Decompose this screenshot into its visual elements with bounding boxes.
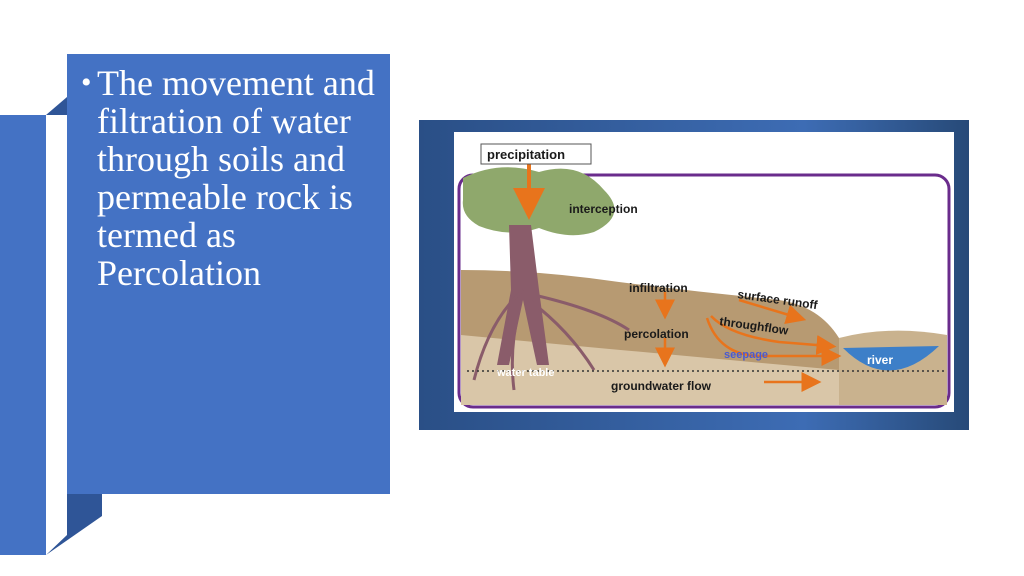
bullet-text: The movement and filtration of water thr… <box>97 63 375 293</box>
precipitation-label: precipitation <box>487 147 565 162</box>
percolation-label: percolation <box>624 327 689 341</box>
left-accent-band <box>0 115 46 555</box>
tree-roots <box>472 288 630 391</box>
river-label: river <box>867 353 893 367</box>
precipitation-label-box <box>480 143 592 165</box>
folded-corner-bottom <box>46 494 102 555</box>
surface-runoff-arrow <box>738 298 807 324</box>
groundwater-flow-label: groundwater flow <box>611 379 712 393</box>
infiltration-label: infiltration <box>629 281 688 295</box>
water-table-label: water table <box>496 367 554 379</box>
text-panel: • The movement and filtration of water t… <box>67 54 390 494</box>
seepage-arrow <box>705 317 842 366</box>
bullet-dot-icon: • <box>81 66 92 99</box>
seepage-label: seepage <box>724 349 768 361</box>
river-water <box>843 346 939 371</box>
folded-corner-top <box>46 97 67 115</box>
throughflow-arrow <box>710 315 837 355</box>
tree-trunk <box>497 225 549 365</box>
percolation-diagram: precipitation interception infiltration … <box>419 120 969 430</box>
diagram-frame <box>457 173 951 409</box>
bullet-item: • The movement and filtration of water t… <box>81 64 376 292</box>
ground-bedrock <box>461 335 839 405</box>
interception-label: interception <box>569 202 638 216</box>
diagram-image-frame: precipitation interception infiltration … <box>419 120 969 430</box>
